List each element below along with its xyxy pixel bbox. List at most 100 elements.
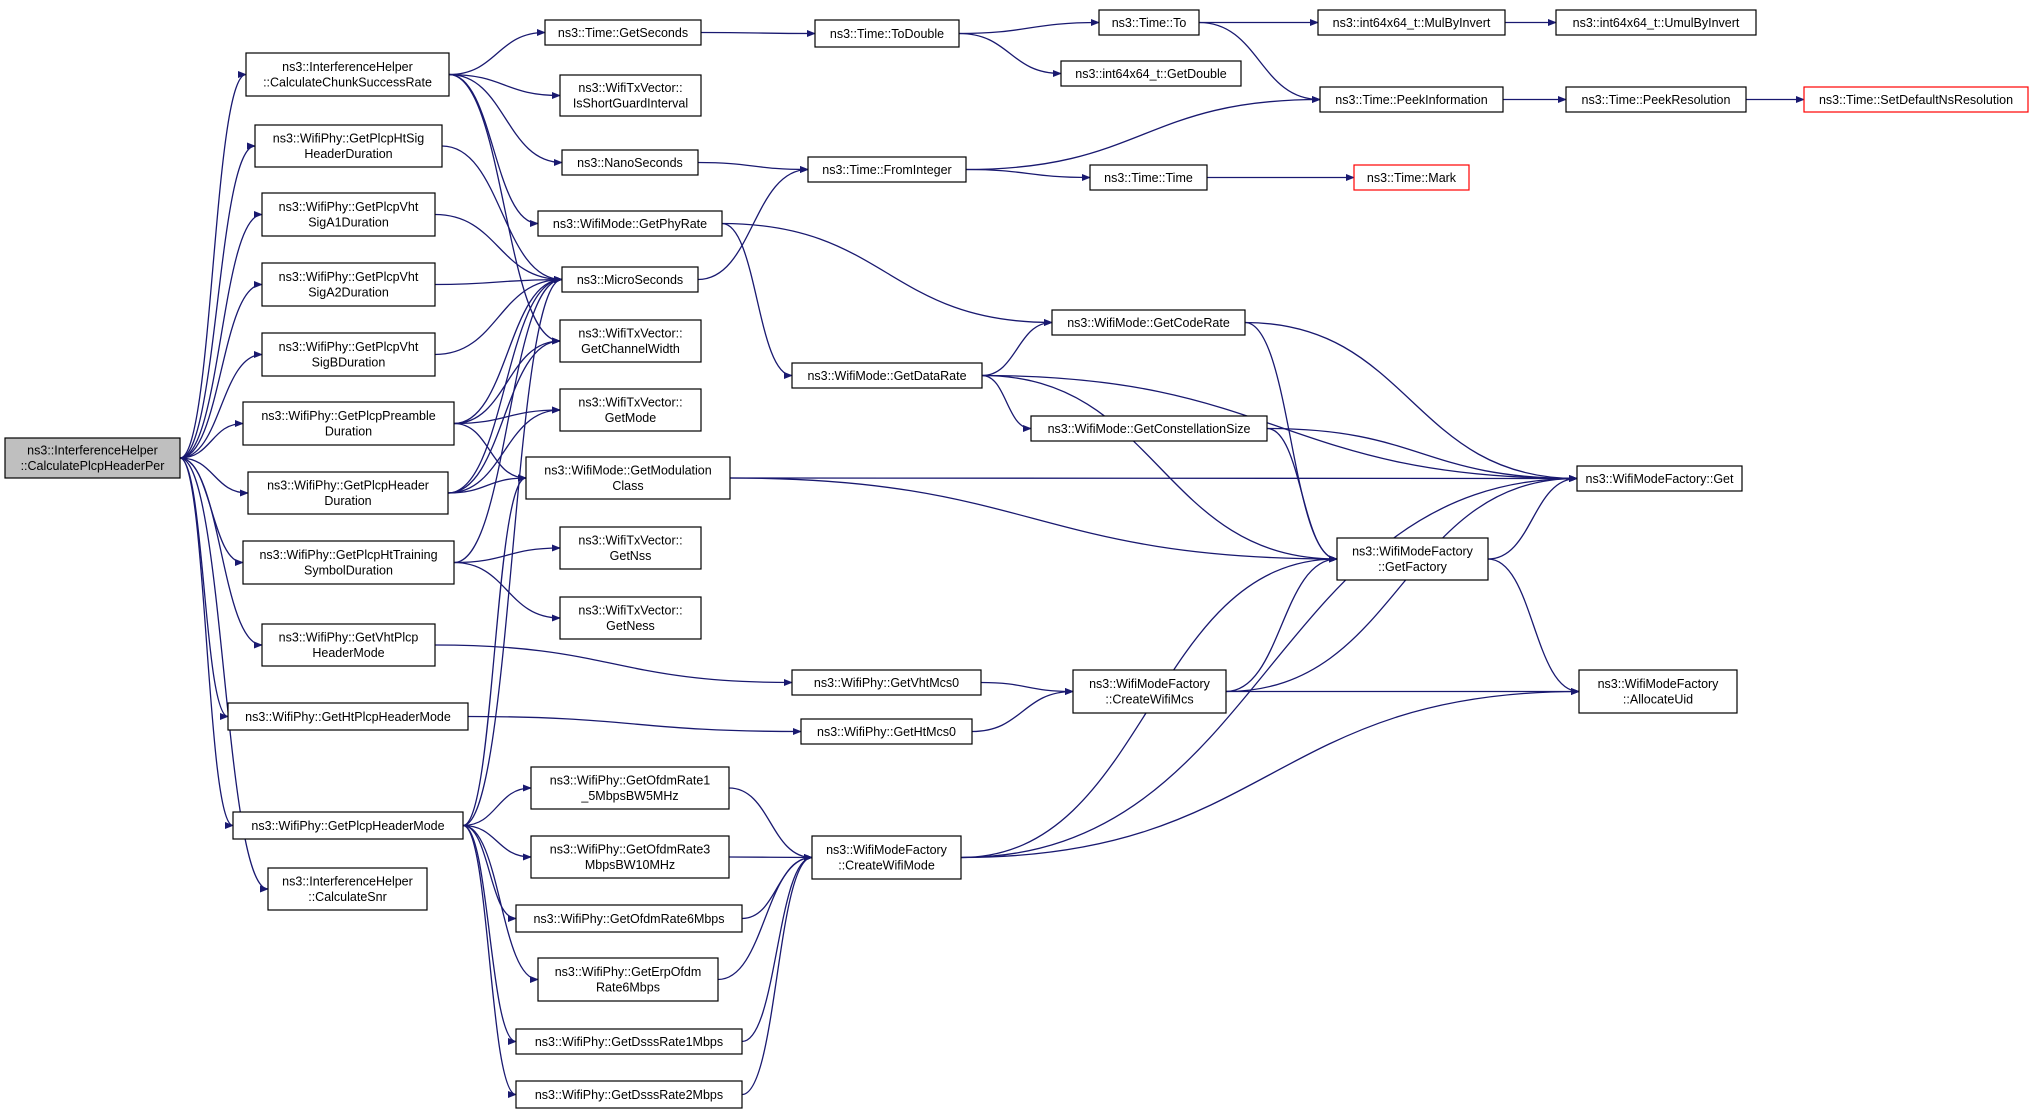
node-box-nano[interactable]	[561, 149, 699, 176]
node-nss[interactable]: ns3::WifiTxVector::GetNss	[559, 526, 702, 570]
node-r6[interactable]: ns3::WifiPhy::GetOfdmRate6Mbps	[515, 904, 743, 933]
node-time[interactable]: ns3::Time::Time	[1089, 164, 1208, 191]
node-constsize[interactable]: ns3::WifiMode::GetConstellationSize	[1030, 415, 1268, 442]
node-ness[interactable]: ns3::WifiTxVector::GetNess	[559, 596, 702, 640]
node-chw[interactable]: ns3::WifiTxVector::GetChannelWidth	[559, 319, 702, 363]
node-micro[interactable]: ns3::MicroSeconds	[561, 266, 699, 293]
node-box-to[interactable]	[1098, 9, 1200, 36]
node-box-hthm[interactable]	[227, 702, 469, 731]
node-mark[interactable]: ns3::Time::Mark	[1353, 164, 1470, 191]
node-box-peekinfo[interactable]	[1319, 86, 1504, 113]
node-alloc[interactable]: ns3::WifiModeFactory::AllocateUid	[1578, 669, 1738, 714]
node-hm[interactable]: ns3::WifiPhy::GetPlcpHeaderMode	[232, 811, 464, 840]
node-box-dsss1[interactable]	[515, 1028, 743, 1055]
node-dsss2[interactable]: ns3::WifiPhy::GetDsssRate2Mbps	[515, 1080, 743, 1109]
node-box-nss[interactable]	[559, 526, 702, 570]
node-box-fget[interactable]	[1576, 465, 1743, 492]
node-box-vhthm[interactable]	[261, 623, 436, 667]
node-box-factory[interactable]	[1336, 537, 1489, 581]
node-box-coderate[interactable]	[1051, 309, 1246, 336]
node-box-vhta2[interactable]	[261, 262, 436, 307]
node-box-mark[interactable]	[1353, 164, 1470, 191]
node-peekres[interactable]: ns3::Time::PeekResolution	[1565, 86, 1747, 113]
node-shortgi[interactable]: ns3::WifiTxVector::IsShortGuardInterval	[559, 74, 702, 117]
node-fromint[interactable]: ns3::Time::FromInteger	[807, 156, 967, 183]
node-box-erp[interactable]	[537, 957, 719, 1002]
node-box-time[interactable]	[1089, 164, 1208, 191]
node-fget[interactable]: ns3::WifiModeFactory::Get	[1576, 465, 1743, 492]
node-box-gmode[interactable]	[559, 388, 702, 432]
node-box-pream[interactable]	[242, 401, 455, 446]
node-getdbl[interactable]: ns3::int64x64_t::GetDouble	[1060, 60, 1242, 87]
node-box-dsss2[interactable]	[515, 1080, 743, 1109]
node-box-constsize[interactable]	[1030, 415, 1268, 442]
node-box-ccsr[interactable]	[245, 52, 450, 97]
node-box-chw[interactable]	[559, 319, 702, 363]
node-phyrate[interactable]: ns3::WifiMode::GetPhyRate	[537, 210, 723, 237]
node-box-peekres[interactable]	[1565, 86, 1747, 113]
node-dsss1[interactable]: ns3::WifiPhy::GetDsssRate1Mbps	[515, 1028, 743, 1055]
node-box-phyrate[interactable]	[537, 210, 723, 237]
node-ccsr[interactable]: ns3::InterferenceHelper::CalculateChunkS…	[245, 52, 450, 97]
node-peekinfo[interactable]: ns3::Time::PeekInformation	[1319, 86, 1504, 113]
node-box-r3[interactable]	[530, 835, 730, 879]
node-box-getsec[interactable]	[544, 19, 702, 46]
node-box-httrain[interactable]	[242, 540, 455, 585]
node-box-todbl[interactable]	[814, 19, 960, 48]
node-htmcs0[interactable]: ns3::WifiPhy::GetHtMcs0	[800, 718, 973, 745]
node-box-micro[interactable]	[561, 266, 699, 293]
node-box-snr[interactable]	[267, 867, 428, 911]
node-box-alloc[interactable]	[1578, 669, 1738, 714]
node-box-shortgi[interactable]	[559, 74, 702, 117]
node-box-root[interactable]	[4, 437, 181, 479]
node-setdef[interactable]: ns3::Time::SetDefaultNsResolution	[1803, 86, 2029, 113]
node-box-setdef[interactable]	[1803, 86, 2029, 113]
node-datarate[interactable]: ns3::WifiMode::GetDataRate	[791, 362, 983, 389]
node-box-htmcs0[interactable]	[800, 718, 973, 745]
node-cwmcs[interactable]: ns3::WifiModeFactory::CreateWifiMcs	[1072, 669, 1227, 714]
node-box-vhtmcs0[interactable]	[791, 669, 982, 696]
node-box-vhtb[interactable]	[261, 332, 436, 377]
node-vhtmcs0[interactable]: ns3::WifiPhy::GetVhtMcs0	[791, 669, 982, 696]
node-snr[interactable]: ns3::InterferenceHelper::CalculateSnr	[267, 867, 428, 911]
node-box-r15[interactable]	[530, 766, 730, 810]
node-box-fromint[interactable]	[807, 156, 967, 183]
node-cwmode[interactable]: ns3::WifiModeFactory::CreateWifiMode	[811, 835, 962, 880]
node-gmode[interactable]: ns3::WifiTxVector::GetMode	[559, 388, 702, 432]
node-httrain[interactable]: ns3::WifiPhy::GetPlcpHtTrainingSymbolDur…	[242, 540, 455, 585]
node-getsec[interactable]: ns3::Time::GetSeconds	[544, 19, 702, 46]
node-hthm[interactable]: ns3::WifiPhy::GetHtPlcpHeaderMode	[227, 702, 469, 731]
node-box-hdrdur[interactable]	[247, 471, 449, 515]
node-box-ness[interactable]	[559, 596, 702, 640]
node-box-mulinv[interactable]	[1317, 9, 1506, 36]
node-box-modcls[interactable]	[525, 456, 731, 500]
node-root[interactable]: ns3::InterferenceHelper::CalculatePlcpHe…	[4, 437, 181, 479]
node-box-r6[interactable]	[515, 904, 743, 933]
node-factory[interactable]: ns3::WifiModeFactory::GetFactory	[1336, 537, 1489, 581]
node-nano[interactable]: ns3::NanoSeconds	[561, 149, 699, 176]
node-r15[interactable]: ns3::WifiPhy::GetOfdmRate1_5MbpsBW5MHz	[530, 766, 730, 810]
node-to[interactable]: ns3::Time::To	[1098, 9, 1200, 36]
node-mulinv[interactable]: ns3::int64x64_t::MulByInvert	[1317, 9, 1506, 36]
node-box-cwmode[interactable]	[811, 835, 962, 880]
node-box-vhta1[interactable]	[261, 192, 436, 237]
node-box-umul[interactable]	[1555, 9, 1757, 36]
node-box-datarate[interactable]	[791, 362, 983, 389]
node-box-htsig[interactable]	[254, 124, 443, 168]
node-box-getdbl[interactable]	[1060, 60, 1242, 87]
node-box-hm[interactable]	[232, 811, 464, 840]
node-box-cwmcs[interactable]	[1072, 669, 1227, 714]
node-coderate[interactable]: ns3::WifiMode::GetCodeRate	[1051, 309, 1246, 336]
node-todbl[interactable]: ns3::Time::ToDouble	[814, 19, 960, 48]
node-umul[interactable]: ns3::int64x64_t::UmulByInvert	[1555, 9, 1757, 36]
